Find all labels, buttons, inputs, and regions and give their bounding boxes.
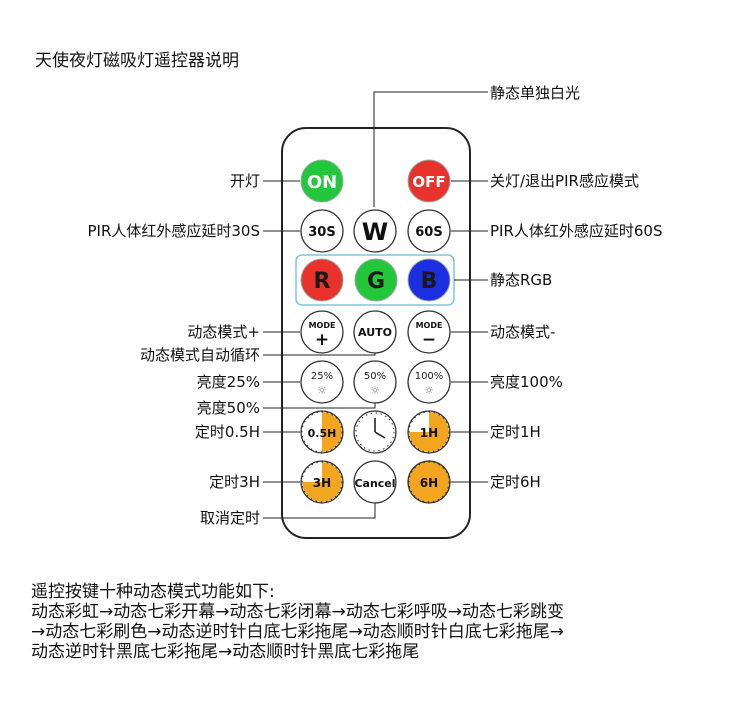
- leader-cancel: [263, 501, 376, 519]
- clock-ticks: [408, 411, 450, 453]
- label-6h: 定时6H: [490, 473, 541, 491]
- timer-30s-label: 30S: [308, 225, 335, 240]
- label-on: 开灯: [230, 172, 260, 190]
- label-cancel: 取消定时: [200, 509, 260, 527]
- clock-ticks: [408, 461, 450, 503]
- clock-ticks: [355, 412, 395, 452]
- label-1h: 定时1H: [490, 423, 541, 441]
- white-light-button[interactable]: W: [353, 209, 397, 253]
- red-button[interactable]: R: [300, 258, 344, 302]
- label-off: 关灯/退出PIR感应模式: [490, 172, 639, 190]
- red-button-label: R: [314, 269, 331, 294]
- brightness-100-button[interactable]: 100% ☼: [407, 360, 451, 404]
- auto-button-label: AUTO: [358, 326, 392, 339]
- timer-05h-label: 0.5H: [308, 427, 337, 440]
- label-30s: PIR人体红外感应延时30S: [87, 222, 260, 240]
- description-line-4: 动态逆时针黑底七彩拖尾→动态顺时针黑底七彩拖尾: [31, 642, 420, 662]
- cancel-timer-label: Cancel: [354, 477, 395, 490]
- description-line-2: 动态彩虹→动态七彩开幕→动态七彩闭幕→动态七彩呼吸→动态七彩跳变: [31, 602, 564, 622]
- brightness-50-label: 50%: [364, 371, 386, 382]
- timer-6h-label: 6H: [420, 476, 438, 490]
- green-button[interactable]: G: [354, 258, 398, 302]
- sun-icon: ☼: [424, 384, 434, 397]
- description-line-3: →动态七彩刷色→动态逆时针白底七彩拖尾→动态顺时针白底七彩拖尾→: [31, 622, 564, 642]
- clock-hour-hand: [374, 431, 386, 439]
- mode-minus-button[interactable]: MODE −: [407, 310, 451, 354]
- cancel-timer-button[interactable]: Cancel: [353, 460, 397, 504]
- on-button[interactable]: ON: [300, 159, 344, 203]
- clock-ticks: [301, 411, 343, 453]
- label-b50: 亮度50%: [197, 399, 260, 417]
- clock-ticks: [301, 461, 343, 503]
- brightness-25-button[interactable]: 25% ☼: [300, 360, 344, 404]
- mode-plus-top: MODE: [309, 321, 336, 330]
- mode-description: 遥控按键十种动态模式功能如下: 动态彩虹→动态七彩开幕→动态七彩闭幕→动态七彩呼…: [31, 582, 741, 662]
- timer-60s-label: 60S: [415, 225, 442, 240]
- timer-05h-button[interactable]: 0.5H: [300, 410, 344, 454]
- label-rgb: 静态RGB: [490, 271, 552, 289]
- clock-button[interactable]: [353, 410, 397, 454]
- timer-60s-button[interactable]: 60S: [407, 209, 451, 253]
- leader-white: [373, 91, 488, 207]
- label-60s: PIR人体红外感应延时60S: [490, 222, 663, 240]
- on-button-label: ON: [307, 172, 337, 193]
- auto-button[interactable]: AUTO: [353, 310, 397, 354]
- timer-3h-button[interactable]: 3H: [300, 460, 344, 504]
- mode-minus-sign: −: [422, 330, 436, 350]
- white-light-label: W: [362, 218, 388, 246]
- green-button-label: G: [367, 269, 385, 294]
- off-button[interactable]: OFF: [407, 159, 451, 203]
- timer-1h-label: 1H: [420, 426, 438, 440]
- brightness-50-button[interactable]: 50% ☼: [353, 360, 397, 404]
- mode-plus-button[interactable]: MODE +: [300, 310, 344, 354]
- timer-3h-label: 3H: [313, 476, 331, 490]
- label-b25: 亮度25%: [197, 373, 260, 391]
- page-title: 天使夜灯磁吸灯遥控器说明: [35, 50, 239, 71]
- sun-icon: ☼: [317, 384, 327, 397]
- off-button-label: OFF: [412, 173, 445, 191]
- brightness-100-label: 100%: [415, 371, 444, 382]
- timer-fill: [302, 462, 342, 502]
- label-mode-minus: 动态模式-: [490, 323, 555, 341]
- blue-button[interactable]: B: [407, 258, 451, 302]
- description-line-1: 遥控按键十种动态模式功能如下:: [31, 582, 275, 602]
- label-3h: 定时3H: [209, 473, 260, 491]
- mode-minus-top: MODE: [416, 321, 443, 330]
- timer-fill: [322, 412, 342, 452]
- label-05h: 定时0.5H: [195, 423, 260, 441]
- timer-1h-button[interactable]: 1H: [407, 410, 451, 454]
- blue-button-label: B: [421, 269, 438, 294]
- brightness-25-label: 25%: [311, 371, 333, 382]
- mode-plus-sign: +: [315, 330, 329, 350]
- sun-icon: ☼: [370, 384, 380, 397]
- timer-6h-button[interactable]: 6H: [407, 460, 451, 504]
- timer-fill: [409, 412, 449, 452]
- label-b100: 亮度100%: [490, 373, 563, 391]
- label-mode-plus: 动态模式+: [187, 323, 260, 341]
- label-white: 静态单独白光: [490, 84, 580, 102]
- label-auto: 动态模式自动循环: [140, 346, 260, 364]
- timer-30s-button[interactable]: 30S: [300, 209, 344, 253]
